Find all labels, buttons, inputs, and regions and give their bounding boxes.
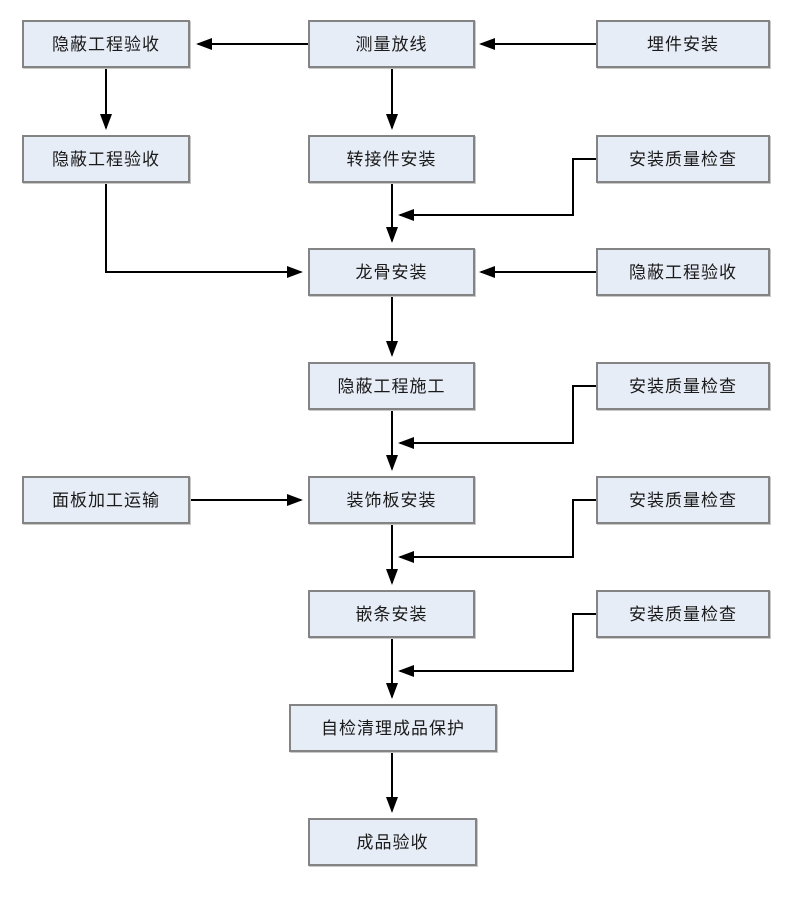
- node-self-check-cleanup-protection: 自检清理成品保护: [289, 704, 497, 752]
- node-measure-layout: 测量放线: [308, 20, 475, 68]
- node-panel-processing-transport: 面板加工运输: [22, 476, 190, 524]
- node-install-quality-check-4: 安装质量检查: [596, 590, 770, 638]
- node-decorative-panel-install: 装饰板安装: [308, 476, 475, 524]
- node-install-quality-check-3: 安装质量检查: [596, 476, 770, 524]
- node-embed-part-install: 埋件安装: [596, 20, 770, 68]
- node-keel-install: 龙骨安装: [308, 248, 475, 296]
- node-trim-strip-install: 嵌条安装: [308, 590, 475, 638]
- node-finished-product-acceptance: 成品验收: [308, 818, 477, 866]
- node-adapter-install: 转接件安装: [308, 135, 475, 183]
- node-install-quality-check-1: 安装质量检查: [596, 135, 770, 183]
- node-concealed-work-construction: 隐蔽工程施工: [308, 362, 475, 410]
- node-concealed-work-acceptance-2: 隐蔽工程验收: [22, 135, 190, 183]
- edge-concealed2-to-keel: [105, 183, 303, 278]
- node-install-quality-check-2: 安装质量检查: [596, 362, 770, 410]
- node-concealed-work-acceptance-3: 隐蔽工程验收: [596, 248, 770, 296]
- node-concealed-work-acceptance-1: 隐蔽工程验收: [22, 20, 190, 68]
